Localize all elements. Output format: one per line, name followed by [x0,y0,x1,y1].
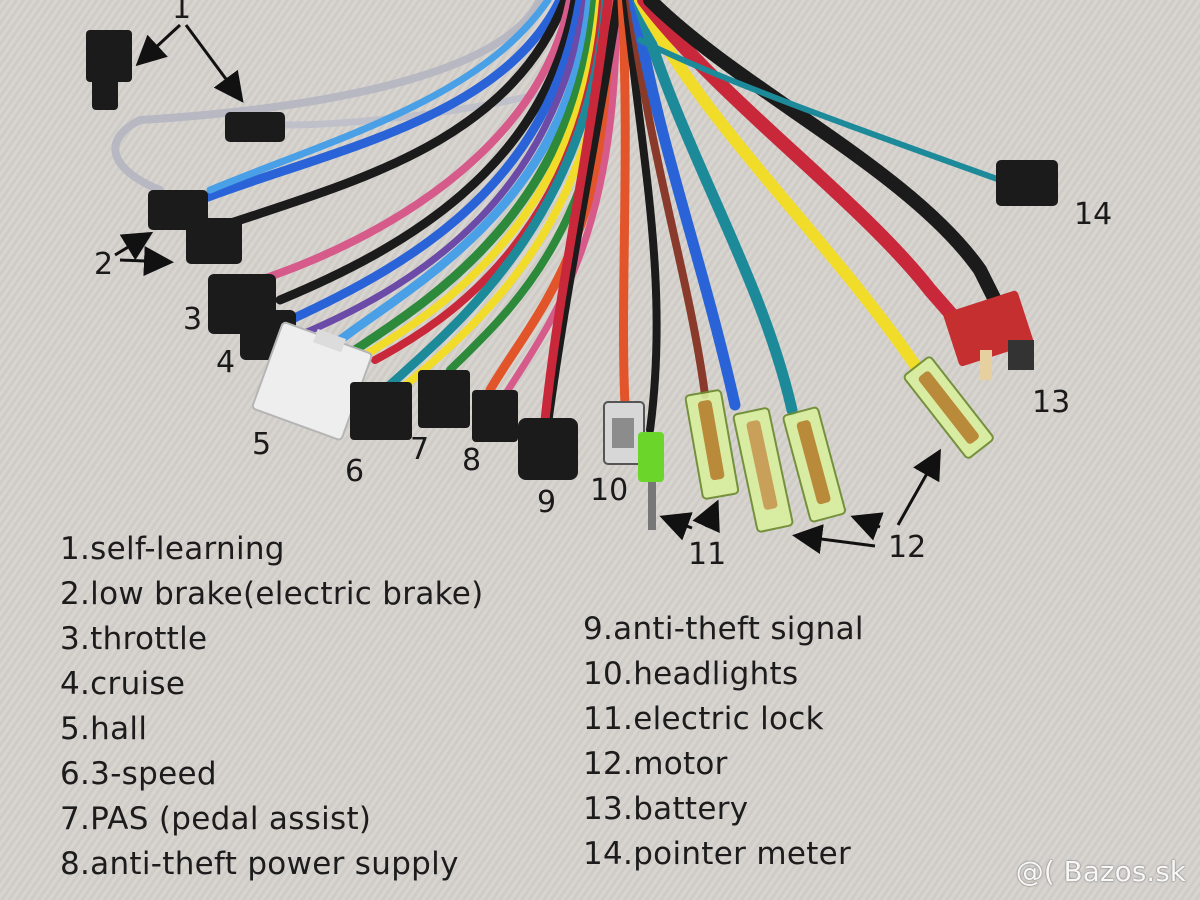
label-12: 12 [888,530,927,565]
legend-left: 1.self-learning 2.low brake(electric bra… [60,527,484,887]
wire-14a [637,37,1003,183]
arrow-12a [792,524,876,554]
legend-item: 5.hall [60,711,148,747]
connector-12c [782,406,846,523]
label-14: 14 [1074,197,1113,232]
legend-item: 4.cruise [60,666,186,702]
wire-5c [361,0,604,359]
label-10: 10 [590,473,629,508]
legend-item: 8.anti-theft power supply [60,846,459,882]
connector-1a [86,30,132,82]
arrow-12c [896,448,941,526]
connector-1b [225,112,285,142]
label-13: 13 [1032,385,1071,420]
legend-item: 3.throttle [60,621,208,657]
wire-2c [206,0,552,194]
arrow-1a [135,23,182,67]
arrow-1b [184,24,244,103]
connector-11 [638,432,664,482]
wire-2a [195,0,565,205]
wire-11a [622,0,661,434]
wire-12b [632,0,798,416]
wire-12c [634,0,921,371]
legend-item: 6.3-speed [60,756,217,792]
legend-item: 13.battery [583,791,749,827]
connector-9 [518,418,578,480]
wire-5a [335,0,595,345]
wire-2b [220,0,570,230]
connector-13 [943,290,1034,380]
watermark: @( Bazos.sk [1015,855,1186,888]
arrow-2a [114,231,154,261]
label-2: 2 [94,247,114,282]
wire-12a [628,0,741,411]
wire-bundle [111,0,1007,434]
label-11: 11 [688,537,727,572]
wire-4a [285,0,585,325]
wire-10a [617,0,630,410]
label-5: 5 [252,427,272,462]
connector-6 [350,382,412,440]
legend-item: 2.low brake(electric brake) [60,576,484,612]
wire-13a [637,0,972,337]
label-1: 1 [172,0,192,26]
legend-item: 1.self-learning [60,531,285,567]
connector-2b [186,218,242,264]
label-3: 3 [183,302,203,337]
pointer-arrows [114,23,941,554]
label-9: 9 [537,485,557,520]
connector-8 [472,390,518,442]
legend-item: 14.pointer meter [583,836,852,872]
arrow-11a [659,512,693,541]
connector-12a [684,389,740,500]
connector-12b [732,407,794,533]
arrow-12b [850,512,884,541]
label-8: 8 [462,443,482,478]
wire-13b [643,0,1007,317]
legend-item: 9.anti-theft signal [583,611,864,647]
label-4: 4 [216,345,236,380]
connectors [86,30,1058,533]
connector-12d [903,356,994,459]
wire-5b [350,0,600,355]
legend-right: 9.anti-theft signal 10.headlights 11.ele… [583,607,864,877]
label-7: 7 [410,432,430,467]
wire-3b [275,0,580,305]
legend-item: 7.PAS (pedal assist) [60,801,372,837]
wire-9b [540,0,613,425]
wire-4b [296,0,589,339]
connector-14 [996,160,1058,206]
label-6: 6 [345,454,365,489]
legend-item: 11.electric lock [583,701,824,737]
arrow-11b [692,499,720,534]
legend-item: 12.motor [583,746,728,782]
connector-7 [418,370,470,428]
arrow-2b [119,246,174,276]
legend-item: 10.headlights [583,656,799,692]
wire-11b [626,0,709,399]
wire-3a [256,0,574,284]
